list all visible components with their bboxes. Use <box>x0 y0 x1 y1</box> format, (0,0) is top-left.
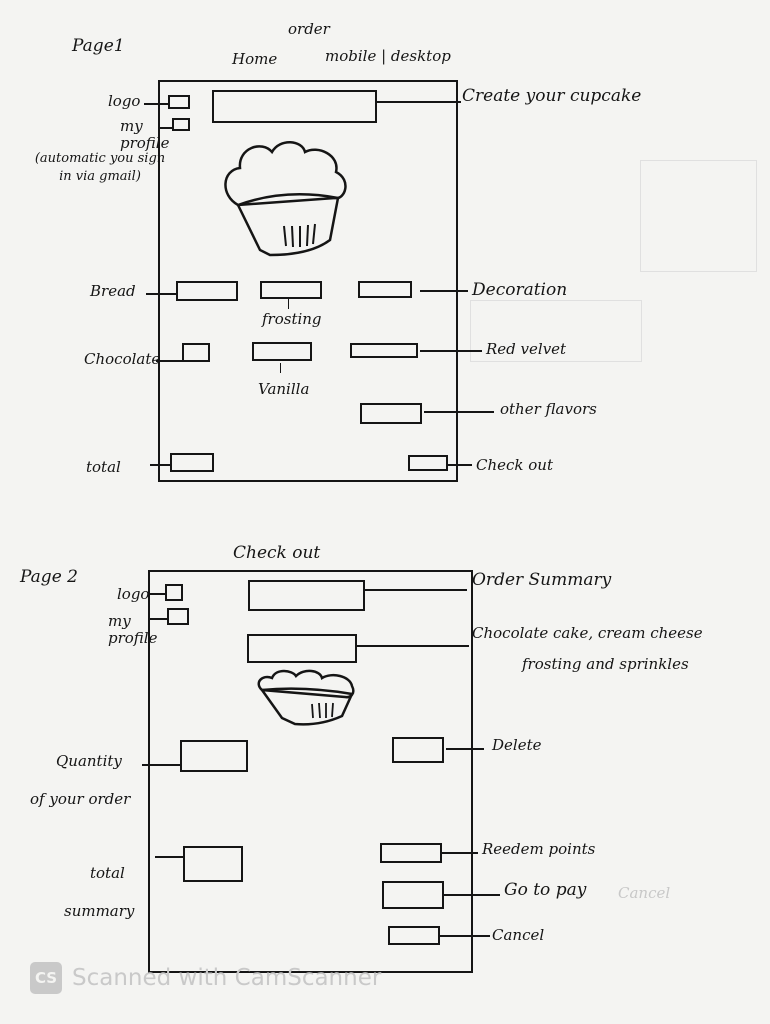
redeem-points-label: Reedem points <box>482 840 596 858</box>
check-out-box[interactable] <box>408 455 448 471</box>
cancel-label: Cancel <box>492 926 545 944</box>
logo-box[interactable] <box>168 95 190 109</box>
check-out-leader <box>448 464 472 466</box>
logo-leader-2 <box>149 593 165 595</box>
chocolate-leader <box>156 360 182 362</box>
order-description-leader <box>357 645 469 647</box>
frosting-tick <box>288 299 289 309</box>
logo-box-2[interactable] <box>165 584 183 601</box>
quantity-label-line2: of your order <box>30 790 131 808</box>
quantity-label-line1: Quantity <box>56 752 122 770</box>
nav-mode-label: mobile | desktop <box>325 47 451 65</box>
go-to-pay-label: Go to pay <box>504 880 587 900</box>
total-summary-leader <box>155 856 183 858</box>
bread-label: Bread <box>90 282 136 300</box>
page2-title: Check out <box>233 543 321 563</box>
page1-frame <box>158 80 458 482</box>
red-velvet-box[interactable] <box>350 343 418 358</box>
scanner-watermark: CS Scanned with CamScanner <box>30 962 381 994</box>
go-to-pay-faint-text: Cancel <box>618 884 671 902</box>
profile-leader <box>160 127 172 129</box>
red-velvet-leader <box>420 350 482 352</box>
watermark-text: Scanned with CamScanner <box>72 965 382 991</box>
go-to-pay-leader <box>444 894 500 896</box>
logo-label-2: logo <box>117 585 150 603</box>
other-flavors-box[interactable] <box>360 403 422 424</box>
order-description-line2: frosting and sprinkles <box>522 655 689 673</box>
profile-note: (automatic you sign in via gmail) <box>34 151 166 184</box>
create-cupcake-label: Create your cupcake <box>462 86 642 106</box>
total-summary-box[interactable] <box>183 846 243 882</box>
profile-box[interactable] <box>172 118 190 131</box>
quantity-leader <box>142 764 180 766</box>
chocolate-label: Chocolate <box>84 350 161 368</box>
camscanner-logo-icon: CS <box>30 962 62 994</box>
cancel-box[interactable] <box>388 926 440 945</box>
total-label: total <box>86 458 121 476</box>
bleed-through-mark <box>640 160 757 272</box>
page2-label: Page 2 <box>20 567 78 587</box>
create-cupcake-box[interactable] <box>212 90 377 123</box>
vanilla-tick <box>280 363 281 373</box>
nav-home-label: Home <box>232 50 278 68</box>
redeem-points-box[interactable] <box>380 843 442 863</box>
total-box[interactable] <box>170 453 214 472</box>
logo-leader <box>144 103 168 105</box>
order-summary-leader <box>365 589 467 591</box>
quantity-box[interactable] <box>180 740 248 772</box>
delete-leader <box>446 748 484 750</box>
total-summary-line1: total <box>90 864 125 882</box>
decoration-leader <box>420 290 468 292</box>
decoration-box[interactable] <box>358 281 412 298</box>
vanilla-box[interactable] <box>252 342 312 361</box>
total-summary-line2: summary <box>64 902 135 920</box>
bread-box[interactable] <box>176 281 238 301</box>
delete-label: Delete <box>492 736 542 754</box>
page1-label: Page1 <box>72 36 125 56</box>
profile-leader-2 <box>150 618 167 620</box>
order-summary-label: Order Summary <box>472 570 612 590</box>
frosting-box[interactable] <box>260 281 322 299</box>
chocolate-box[interactable] <box>182 343 210 362</box>
other-flavors-label: other flavors <box>500 400 597 418</box>
vanilla-label: Vanilla <box>258 380 310 398</box>
red-velvet-label: Red velvet <box>486 340 567 358</box>
profile-label: my profile <box>120 117 170 152</box>
total-leader <box>150 464 170 466</box>
redeem-points-leader <box>442 852 478 854</box>
create-leader <box>377 101 461 103</box>
frosting-label: frosting <box>262 310 322 328</box>
profile-box-2[interactable] <box>167 608 189 625</box>
profile-label-2: my profile <box>108 612 158 647</box>
nav-order-label: order <box>288 20 330 38</box>
page2-frame <box>148 570 473 973</box>
delete-box[interactable] <box>392 737 444 763</box>
decoration-label: Decoration <box>472 280 568 300</box>
go-to-pay-box[interactable] <box>382 881 444 909</box>
cancel-leader <box>440 935 490 937</box>
check-out-label: Check out <box>476 456 553 474</box>
logo-label: logo <box>108 92 141 110</box>
other-flavors-leader <box>424 411 494 413</box>
order-description-box[interactable] <box>247 634 357 663</box>
order-description-line1: Chocolate cake, cream cheese <box>472 624 703 642</box>
bleed-through-mark <box>470 300 642 362</box>
bread-leader <box>146 293 176 295</box>
order-summary-box[interactable] <box>248 580 365 611</box>
